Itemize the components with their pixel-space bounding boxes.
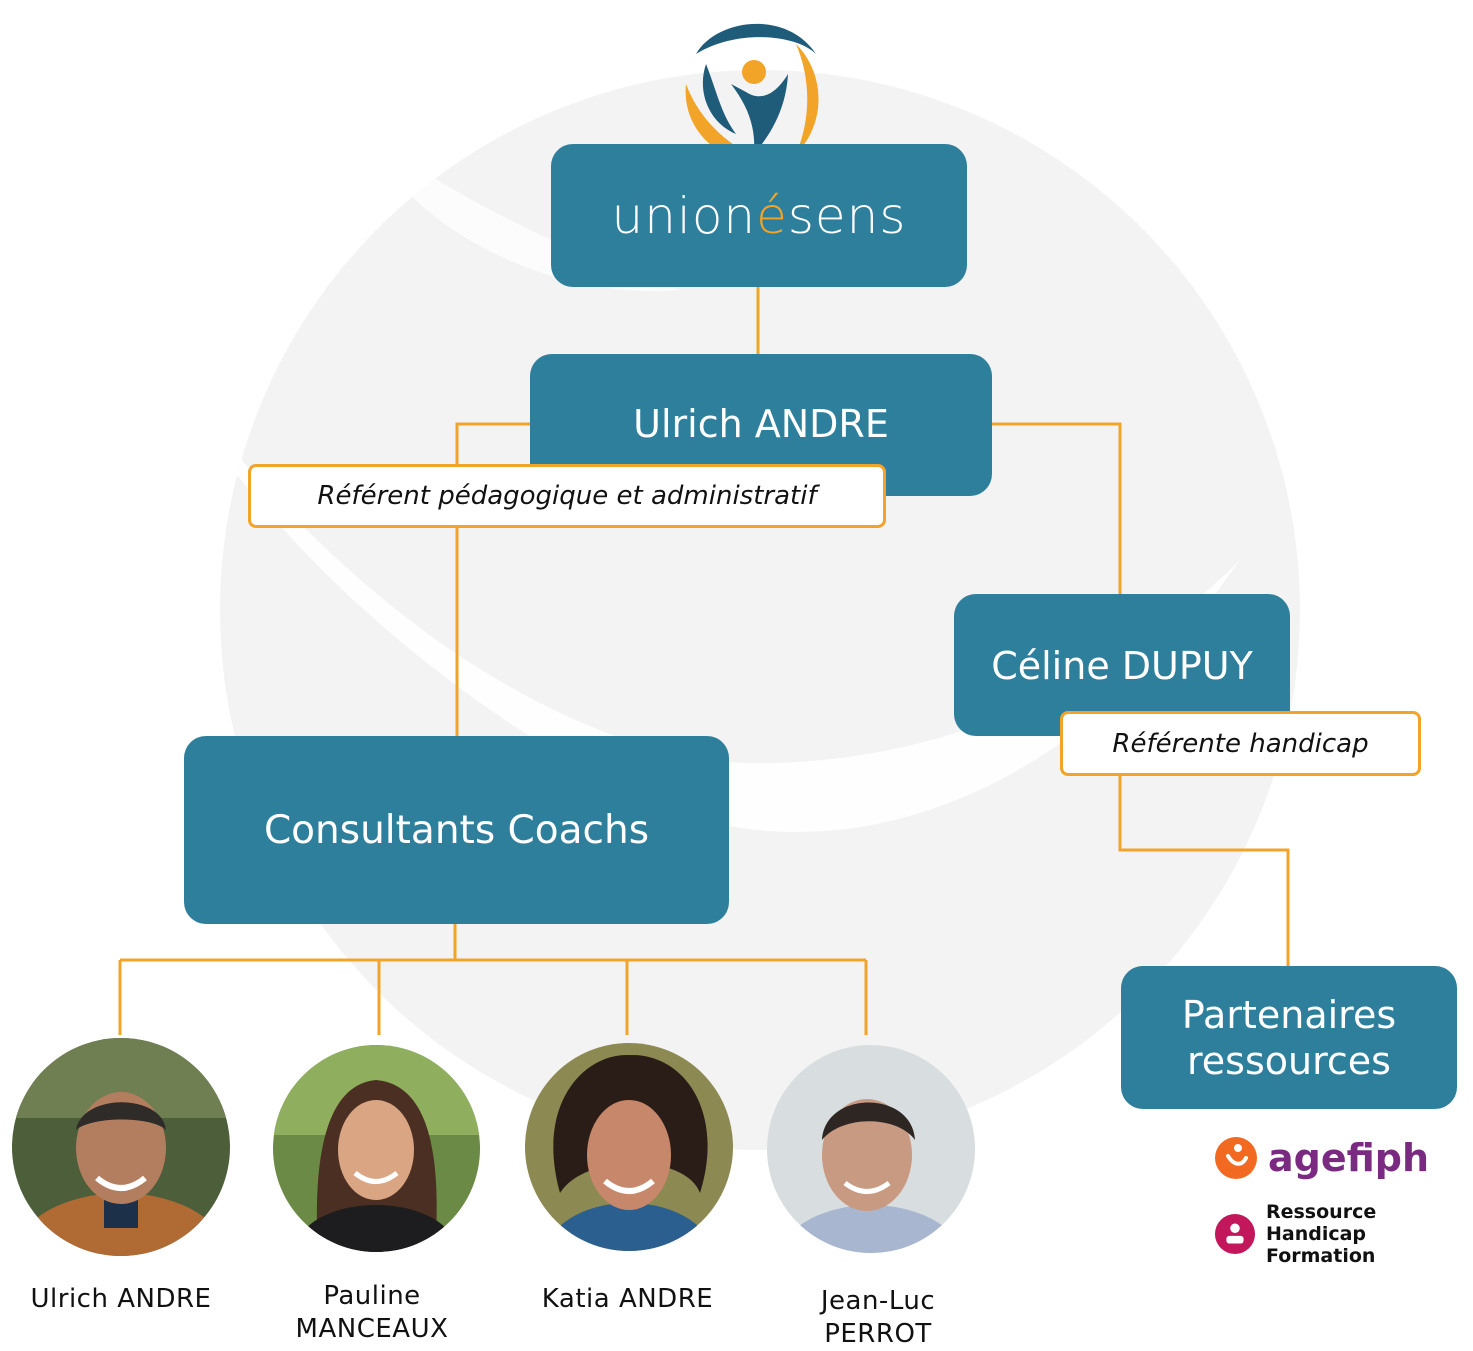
coach-photo-ulrich-andre <box>12 1038 230 1256</box>
coach-name-2-line-1: Pauline <box>323 1281 421 1311</box>
rhf-text: Ressource Handicap Formation <box>1266 1201 1473 1267</box>
connector-referent-to-partners <box>1118 775 1290 968</box>
rhf-icon <box>1214 1213 1256 1255</box>
connector-director-to-referent <box>992 422 1122 595</box>
rhf-text-line-2: Formation <box>1265 1245 1376 1267</box>
director-role-text: Référent pédagogique et administratif <box>317 481 817 511</box>
coach-name-3: Katia ANDRE <box>515 1283 740 1316</box>
person-avatar-icon <box>12 1038 230 1256</box>
referent-role-text: Référente handicap <box>1112 728 1369 759</box>
partners-line-1: Partenaires <box>1181 992 1397 1037</box>
coach-photo-jean-luc-perrot <box>767 1045 975 1253</box>
coach-name-4-line-1: Jean-Luc <box>820 1286 936 1316</box>
organization-brand: unionésens <box>611 186 907 245</box>
ressource-handicap-formation-logo: Ressource Handicap Formation <box>1214 1201 1473 1267</box>
connector-director-to-coaches <box>455 422 530 738</box>
coaches-group-box: Consultants Coachs <box>184 736 729 924</box>
coach-name-2-line-2: MANCEAUX <box>295 1314 449 1344</box>
referent-name: Céline DUPUY <box>991 644 1253 688</box>
partners-box: Partenaires ressources <box>1121 966 1457 1109</box>
coach-name-4: Jean-Luc PERROT <box>773 1285 983 1351</box>
referent-role-label: Référente handicap <box>1060 711 1421 776</box>
coach-name-4-line-2: PERROT <box>824 1319 932 1349</box>
agefiph-icon <box>1215 1137 1257 1179</box>
coaches-group-label: Consultants Coachs <box>263 807 650 853</box>
agefiph-logo: agefiph <box>1214 1136 1429 1180</box>
person-avatar-icon <box>525 1043 733 1251</box>
person-avatar-icon <box>767 1045 975 1253</box>
rhf-text-line-1: Ressource Handicap <box>1265 1201 1377 1245</box>
coach-name-2: Pauline MANCEAUX <box>262 1280 482 1346</box>
coach-photo-pauline-manceaux <box>273 1045 480 1252</box>
coach-name-1-line-1: Ulrich ANDRE <box>30 1284 212 1314</box>
coach-name-3-line-1: Katia ANDRE <box>541 1284 714 1314</box>
coach-photo-katia-andre <box>525 1043 733 1251</box>
person-avatar-icon <box>273 1045 480 1252</box>
director-name: Ulrich ANDRE <box>633 402 889 446</box>
coach-name-1: Ulrich ANDRE <box>0 1283 242 1316</box>
agefiph-text: agefiph <box>1268 1136 1430 1180</box>
partners-line-2: ressources <box>1187 1038 1391 1083</box>
organization-box: unionésens <box>551 144 967 287</box>
director-role-label: Référent pédagogique et administratif <box>248 464 886 528</box>
